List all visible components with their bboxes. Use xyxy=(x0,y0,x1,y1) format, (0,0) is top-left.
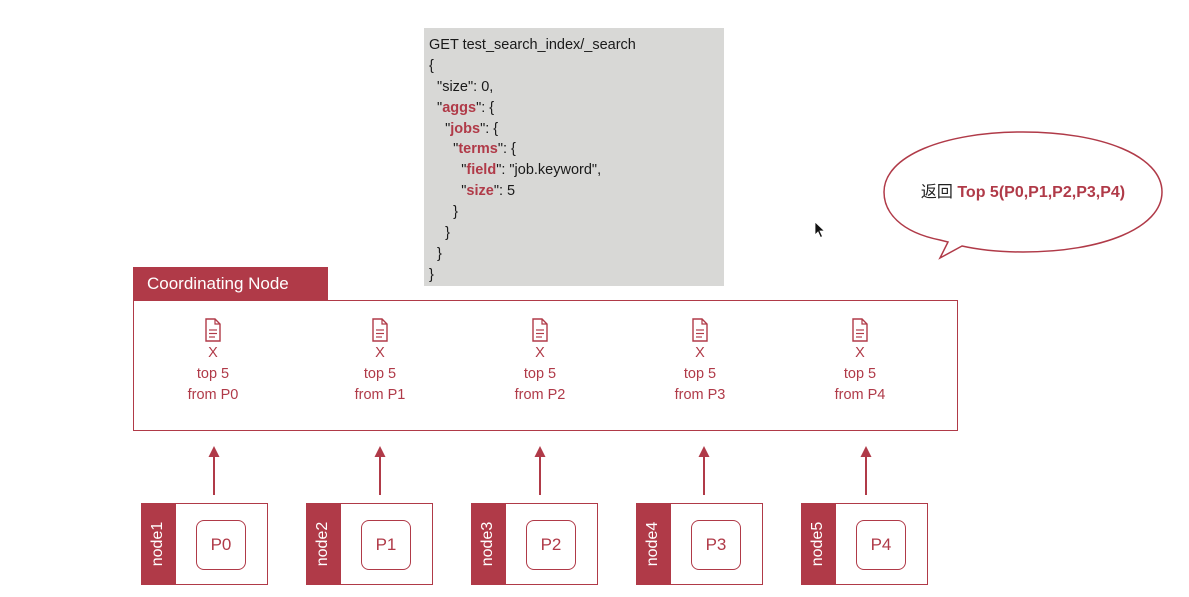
code-line-open-brace: { xyxy=(429,57,434,74)
node-name: node5 xyxy=(809,521,826,567)
shard-result-p0: X top 5 from P0 xyxy=(148,317,278,406)
document-icon xyxy=(205,318,221,342)
code-line-size: "size": 0, xyxy=(429,78,494,95)
code-key-terms: terms xyxy=(458,141,498,158)
result-from: from P1 xyxy=(354,387,406,403)
node-label-strip: node2 xyxy=(306,503,340,585)
up-arrow-icon xyxy=(534,446,546,495)
code-key-jobs: jobs xyxy=(450,120,481,137)
query-code-block: GET test_search_index/_search { "size": … xyxy=(424,28,724,286)
result-x: X xyxy=(535,345,545,361)
document-icon xyxy=(372,318,388,342)
code-line-jobs: "jobs": { xyxy=(429,120,499,137)
up-arrow-icon xyxy=(860,446,872,495)
node-name: node3 xyxy=(479,521,496,567)
shard-chip: P1 xyxy=(361,520,411,570)
document-icon xyxy=(692,318,708,342)
coordinating-node-box xyxy=(133,300,958,431)
shard-result-p1: X top 5 from P1 xyxy=(315,317,445,406)
shard-chip: P0 xyxy=(196,520,246,570)
up-arrow-icon xyxy=(374,446,386,495)
document-icon xyxy=(532,318,548,342)
node-label-strip: node3 xyxy=(471,503,505,585)
code-line-aggs: "aggs": { xyxy=(429,99,495,116)
shard-chip: P4 xyxy=(856,520,906,570)
code-line-close-aggs: } xyxy=(429,245,442,262)
code-line-terms: "terms": { xyxy=(429,141,516,158)
node-label-strip: node5 xyxy=(801,503,835,585)
code-line-size-5: "size": 5 xyxy=(429,183,516,200)
code-key-size: size xyxy=(466,183,494,200)
node-label-strip: node4 xyxy=(636,503,670,585)
code-key-field: field xyxy=(466,162,497,179)
node-name: node4 xyxy=(644,521,661,567)
node-label-strip: node1 xyxy=(141,503,175,585)
up-arrow-icon xyxy=(698,446,710,495)
shard-result-p3: X top 5 from P3 xyxy=(635,317,765,406)
mouse-cursor-icon xyxy=(814,221,826,239)
shard-result-p4: X top 5 from P4 xyxy=(795,317,925,406)
code-line-request: GET test_search_index/_search xyxy=(429,37,636,53)
shard-result-p2: X top 5 from P2 xyxy=(475,317,605,406)
bubble-highlight: Top 5(P0,P1,P2,P3,P4) xyxy=(957,184,1126,201)
node-box: P1 xyxy=(340,503,433,585)
node-name: node1 xyxy=(149,521,166,567)
result-top: top 5 xyxy=(683,366,717,382)
node-box: P0 xyxy=(175,503,268,585)
result-x: X xyxy=(855,345,865,361)
code-line-close-terms: } xyxy=(429,204,459,221)
shard-chip: P3 xyxy=(691,520,741,570)
result-x: X xyxy=(208,345,218,361)
code-line-close-root: } xyxy=(429,266,434,283)
up-arrow-icon xyxy=(208,446,220,495)
document-icon xyxy=(852,318,868,342)
bubble-text: 返回 Top 5(P0,P1,P2,P3,P4) xyxy=(884,178,1162,202)
result-x: X xyxy=(375,345,385,361)
bubble-prefix: 返回 xyxy=(920,184,958,201)
result-x: X xyxy=(695,345,705,361)
result-top: top 5 xyxy=(196,366,230,382)
node-box: P4 xyxy=(835,503,928,585)
result-top: top 5 xyxy=(363,366,397,382)
code-key-aggs: aggs xyxy=(442,99,477,116)
node-box: P2 xyxy=(505,503,598,585)
result-top: top 5 xyxy=(523,366,557,382)
code-line-close-jobs: } xyxy=(429,225,450,242)
speech-bubble xyxy=(883,131,1163,260)
result-from: from P3 xyxy=(674,387,726,403)
result-top: top 5 xyxy=(843,366,877,382)
code-line-field: "field": "job.keyword", xyxy=(429,162,602,179)
result-from: from P0 xyxy=(187,387,239,403)
node-name: node2 xyxy=(314,521,331,567)
coordinating-node-label: Coordinating Node xyxy=(133,267,328,300)
result-from: from P4 xyxy=(834,387,886,403)
shard-chip: P2 xyxy=(526,520,576,570)
node-box: P3 xyxy=(670,503,763,585)
result-from: from P2 xyxy=(514,387,566,403)
